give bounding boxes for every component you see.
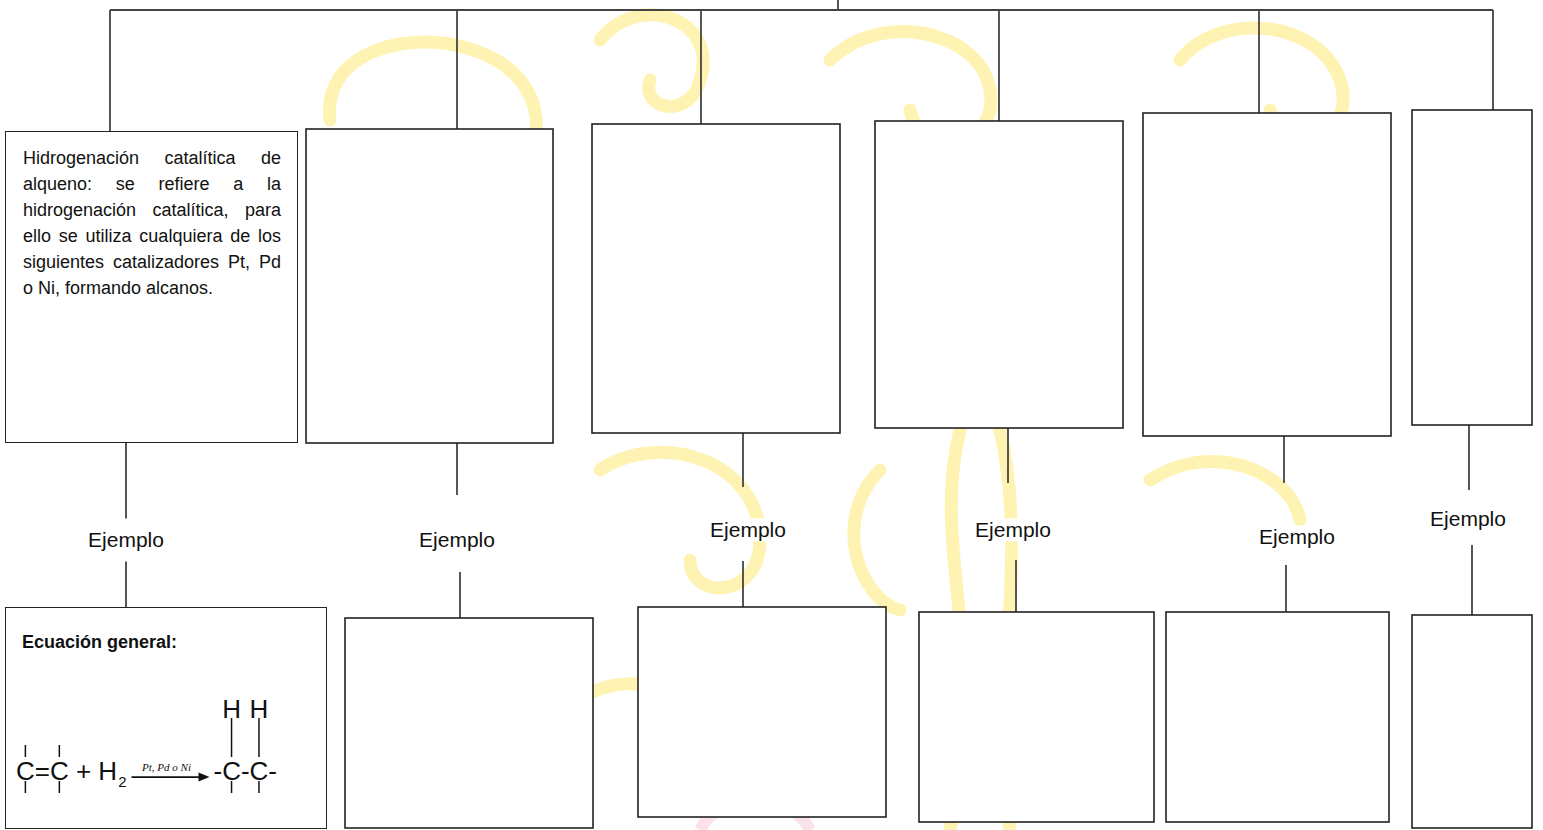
example-label: Ejemplo <box>1427 507 1509 530</box>
example-label: Ejemplo <box>707 518 789 541</box>
tree-lines <box>110 0 1493 618</box>
example-label: Ejemplo <box>1256 525 1338 548</box>
bond-line <box>25 745 27 757</box>
equation-reactant: C=C + H <box>16 756 117 787</box>
box-text: Hidrogenación catalítica de alqueno: se … <box>6 132 297 301</box>
reaction-arrow <box>132 776 202 778</box>
equation-box: Ecuación general: C=C + H2 Pt, Pd o Ni HH -C… <box>5 607 327 829</box>
edge-label: Ejemplo <box>85 528 167 551</box>
hydrogen-atom: H <box>222 694 241 725</box>
connector-line <box>125 443 127 607</box>
catalyst-label: Pt, Pd o Ni <box>142 761 191 773</box>
equation-product: -C-C- <box>214 756 278 787</box>
empty-box <box>306 110 1532 828</box>
edge-connector <box>126 443 127 607</box>
arrowhead <box>199 773 210 782</box>
example-label: Ejemplo <box>972 518 1054 541</box>
equation-heading: Ecuación general: <box>22 632 177 653</box>
equation-subscript: 2 <box>118 773 126 790</box>
hydrogen-atom: H <box>250 694 269 725</box>
description-box: Hidrogenación catalítica de alqueno: se … <box>5 131 298 443</box>
example-label: Ejemplo <box>416 528 498 551</box>
bond-line <box>59 745 61 757</box>
